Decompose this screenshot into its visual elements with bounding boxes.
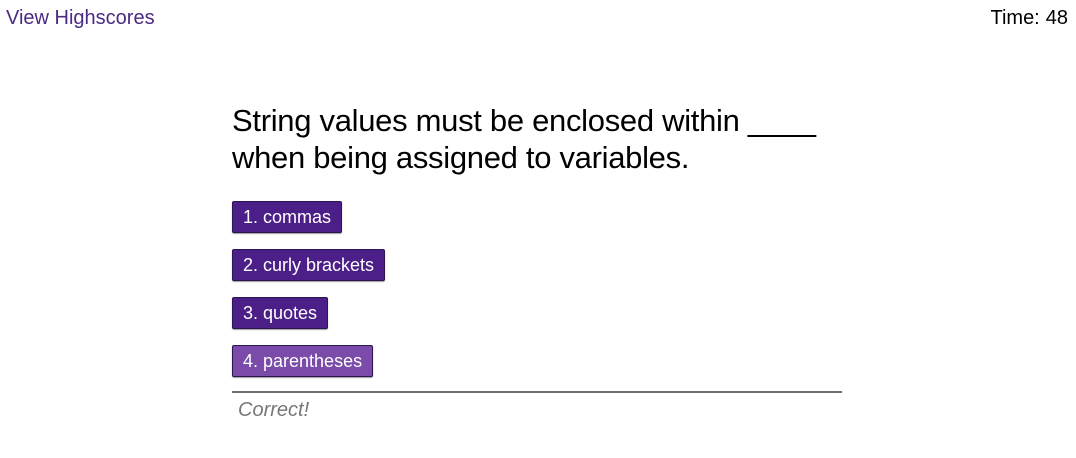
quiz-container: String values must be enclosed within __…: [232, 102, 842, 421]
choice-item: 3. quotes: [232, 297, 842, 329]
answer-choices: 1. commas 2. curly brackets 3. quotes 4.…: [232, 201, 842, 377]
choice-button-quotes[interactable]: 3. quotes: [232, 297, 329, 329]
choice-item: 4. parentheses: [232, 345, 842, 377]
feedback-divider: [232, 391, 842, 393]
timer-value: 48: [1045, 7, 1068, 29]
question-text: String values must be enclosed within __…: [232, 103, 816, 175]
timer-label: Time:: [990, 7, 1040, 29]
choice-button-curly-brackets[interactable]: 2. curly brackets: [232, 249, 386, 281]
timer: Time:48: [990, 6, 1068, 30]
choice-item: 1. commas: [232, 201, 842, 233]
choice-item: 2. curly brackets: [232, 249, 842, 281]
choice-button-parentheses[interactable]: 4. parentheses: [232, 345, 374, 377]
feedback-text: Correct!: [238, 399, 310, 421]
view-highscores-link[interactable]: View Highscores: [6, 7, 155, 29]
choice-button-commas[interactable]: 1. commas: [232, 201, 343, 233]
